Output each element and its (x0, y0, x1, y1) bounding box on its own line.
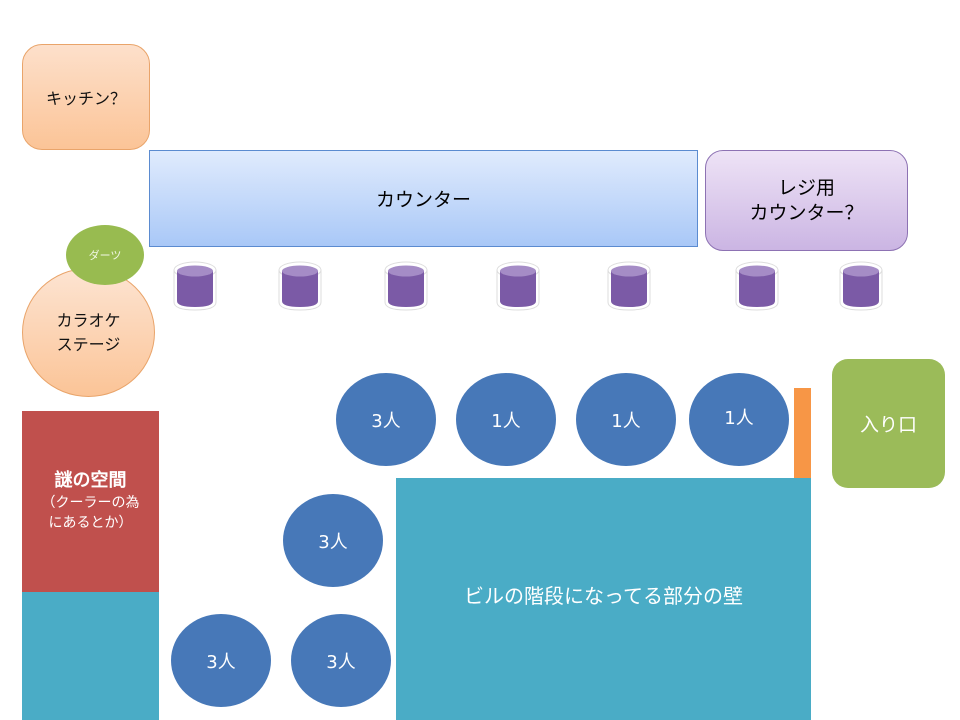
stool-icon (275, 260, 325, 312)
table-3: 1人 (576, 373, 676, 466)
table-4: 1人 (689, 373, 789, 466)
table-label: 1人 (491, 410, 521, 432)
wall-label: ビルの階段になってる部分の壁 (464, 583, 743, 608)
stairwell-wall: ビルの階段になってる部分の壁 (396, 478, 811, 720)
kitchen-box: キッチン？ (22, 44, 150, 150)
entrance: 入り口 (832, 359, 945, 488)
stool-icon (732, 260, 782, 312)
table-label: 3人 (318, 531, 348, 553)
darts-label: ダーツ (88, 249, 122, 262)
table-label: 1人 (611, 410, 641, 432)
entrance-label: 入り口 (859, 414, 917, 436)
mystery-space: 謎の空間 （クーラーの為 にあるとか） (22, 411, 159, 592)
table-label: 3人 (206, 651, 236, 673)
table-label: 3人 (371, 410, 401, 432)
mystery-title: 謎の空間 (54, 470, 127, 491)
register-label-line1: レジ用 (777, 176, 835, 199)
table-2: 1人 (456, 373, 556, 466)
stool-icon (604, 260, 654, 312)
register-label-line2: カウンター？ (749, 201, 864, 224)
karaoke-stage: カラオケ ステージ (22, 268, 155, 397)
stool-icon (836, 260, 886, 312)
kitchen-label: キッチン？ (45, 89, 126, 108)
register-counter: レジ用 カウンター？ (705, 150, 908, 251)
counter-label: カウンター (375, 189, 471, 211)
door-partition (794, 388, 811, 478)
karaoke-label-line2: ステージ (56, 334, 121, 354)
table-5: 3人 (283, 494, 383, 587)
bar-counter: カウンター (149, 150, 698, 247)
table-1: 3人 (336, 373, 436, 466)
table-6: 3人 (171, 614, 271, 707)
left-wall-block (22, 592, 159, 720)
mystery-note-line2: にあるとか） (48, 515, 133, 531)
table-label: 3人 (326, 651, 356, 673)
mystery-note-line1: （クーラーの為 (41, 495, 140, 511)
stool-icon (493, 260, 543, 312)
stool-icon (170, 260, 220, 312)
table-7: 3人 (291, 614, 391, 707)
karaoke-label-line1: カラオケ (56, 310, 121, 330)
darts-area: ダーツ (66, 225, 144, 285)
table-label: 1人 (724, 407, 754, 429)
stool-icon (381, 260, 431, 312)
